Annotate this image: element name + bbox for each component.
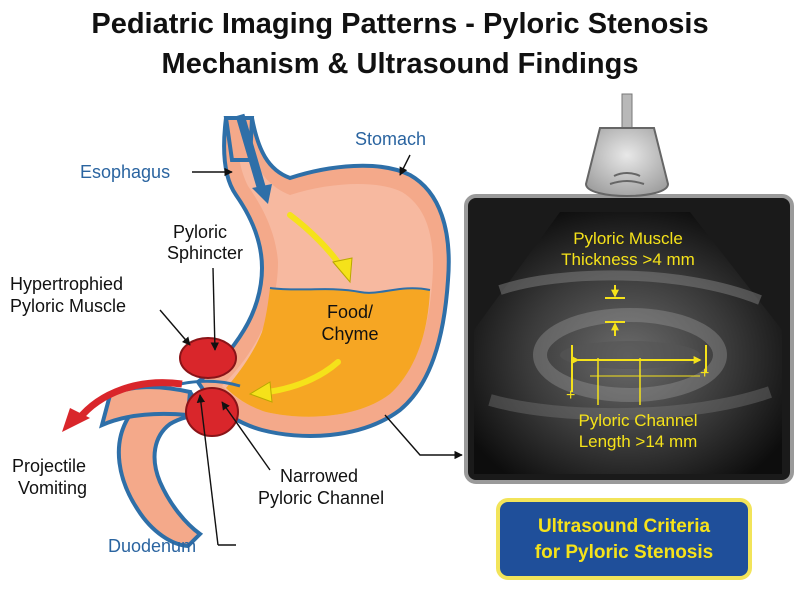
flow-arrow-2-head xyxy=(248,381,273,403)
stomach-label: Stomach xyxy=(355,129,426,149)
criteria-box: Ultrasound Criteria for Pyloric Stenosis xyxy=(496,498,752,580)
chyme-surface-line xyxy=(269,287,431,294)
criteria-box-frame xyxy=(496,498,752,580)
narrowed-channel-label-1: Narrowed xyxy=(280,466,358,486)
stomach-illustration xyxy=(62,113,451,549)
food-chyme-fill xyxy=(226,288,430,417)
probe-grip-line-2 xyxy=(609,180,645,185)
hypertrophied-muscle-upper xyxy=(179,337,237,379)
proximal-tube-shape xyxy=(99,385,193,429)
ultrasound-panel: + + Pyloric Muscle Thickness >4 mm Pylor… xyxy=(464,93,794,484)
muscle-thickness-label-1: Pyloric Muscle xyxy=(573,229,683,248)
food-entry-arrow xyxy=(235,113,267,192)
flow-arrow-1-head xyxy=(332,257,353,284)
narrowed-channel-label-2: Pyloric Channel xyxy=(258,488,384,508)
ultrasound-labels: Pyloric Muscle Thickness >4 mm Pyloric C… xyxy=(561,229,697,451)
hypertrophied-muscle-label-2: Pyloric Muscle xyxy=(10,296,126,316)
leader-lines xyxy=(159,154,463,546)
esophagus-label: Esophagus xyxy=(80,162,170,182)
ultrasound-probe xyxy=(584,127,670,197)
projectile-vomiting-label-1: Projectile xyxy=(12,456,86,476)
page-title-line-2: Mechanism & Ultrasound Findings xyxy=(161,48,639,80)
flow-arrow-2 xyxy=(265,359,341,395)
narrowed-channel xyxy=(179,379,241,388)
probe-cable xyxy=(621,93,633,129)
ultrasound-tissue-band-2 xyxy=(488,386,772,421)
pyloric-channel-echo xyxy=(560,341,700,369)
length-measurement xyxy=(571,345,707,405)
criteria-box-line-2: for Pyloric Stenosis xyxy=(535,542,713,563)
projectile-vomiting-arrow xyxy=(75,379,183,423)
channel-length-label-1: Pyloric Channel xyxy=(578,411,697,430)
thickness-measurement xyxy=(605,285,625,336)
pyloric-sphincter-label-1: Pyloric xyxy=(173,222,227,242)
probe-grip-line-1 xyxy=(613,172,641,177)
page-title-line-1: Pediatric Imaging Patterns - Pyloric Ste… xyxy=(91,8,709,40)
food-entry-arrowhead xyxy=(252,184,272,204)
anatomy-labels: Esophagus Stomach Pyloric Sphincter Hype… xyxy=(10,129,426,556)
duodenum-label: Duodenum xyxy=(108,536,196,556)
pyloric-sphincter-label-2: Sphincter xyxy=(167,243,243,263)
projectile-vomiting-arrowhead xyxy=(62,408,90,432)
food-chyme-label-1: Food/ xyxy=(327,302,373,322)
caliper-plus-left: + xyxy=(566,387,575,404)
pyloric-muscle-echo xyxy=(533,308,727,402)
ultrasound-tissue-band-1 xyxy=(498,270,762,305)
hypertrophied-muscle-label-1: Hypertrophied xyxy=(10,274,123,294)
criteria-box-line-1: Ultrasound Criteria xyxy=(538,516,711,537)
food-chyme-label-2: Chyme xyxy=(321,324,378,344)
hypertrophied-muscle-lower xyxy=(185,387,239,437)
caliper-plus-right: + xyxy=(700,365,709,382)
projectile-vomiting-label-2: Vomiting xyxy=(18,478,87,498)
channel-length-label-2: Length >14 mm xyxy=(579,432,698,451)
muscle-thickness-label-2: Thickness >4 mm xyxy=(561,250,695,269)
